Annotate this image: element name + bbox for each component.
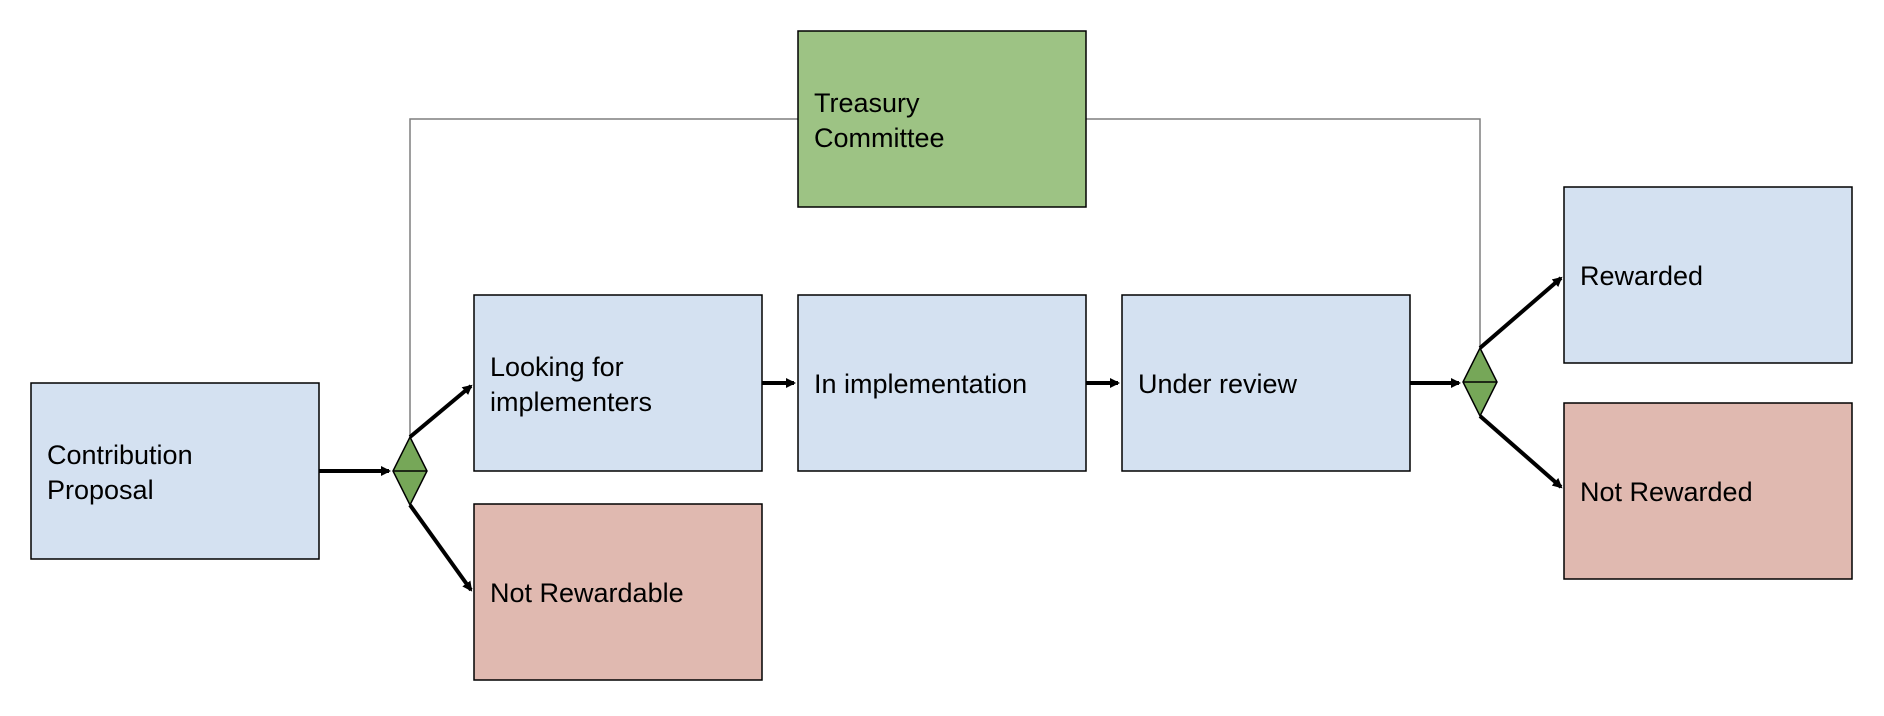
not-rewardable-label: Not Rewardable [490,578,684,608]
second-decision-diamond [1462,346,1498,418]
in-implementation-box: In implementation [797,294,1087,472]
in-implementation-label: In implementation [814,369,1027,399]
not-rewarded-label: Not Rewarded [1580,477,1753,507]
contribution-proposal-box: Contribution Proposal [30,382,320,560]
looking-for-implementers-label-line-2: implementers [490,387,652,417]
committee-connectors [409,118,1481,437]
rewarded-label: Rewarded [1580,261,1703,291]
arrow-decision-to-rewarded [1478,276,1563,350]
not-rewardable-box: Not Rewardable [473,503,763,681]
committee-to-second-decision-line [1086,118,1481,348]
svg-text:Looking for implementers: Looking for implementers [490,352,652,417]
svg-text:Under review: Under review [1138,369,1298,399]
flow-arrows [319,276,1563,592]
under-review-label: Under review [1138,369,1298,399]
arrow-decision-to-not-rewardable [408,503,473,592]
committee-to-first-decision-line [409,118,798,437]
treasury-committee-box: Treasury Committee [797,30,1087,208]
arrow-decision-to-not-rewarded [1478,414,1563,489]
treasury-committee-label-line-2: Committee [814,123,945,153]
arrow-decision-to-looking [408,384,473,439]
svg-text:Treasury Committee: Treasury Committee [814,88,945,153]
svg-text:Not Rewardable: Not Rewardable [490,578,684,608]
under-review-box: Under review [1121,294,1411,472]
svg-text:Not Rewarded: Not Rewarded [1580,477,1753,507]
contribution-proposal-label-line-2: Proposal [47,475,154,505]
not-rewarded-box: Not Rewarded [1563,402,1853,580]
contribution-proposal-label-line-1: Contribution [47,440,193,470]
svg-text:In implementation: In implementation [814,369,1027,399]
svg-text:Contribution Proposal: Contribution Proposal [47,440,200,505]
looking-for-implementers-box: Looking for implementers [473,294,763,472]
looking-for-implementers-label-line-1: Looking for [490,352,624,382]
treasury-committee-label-line-1: Treasury [814,88,920,118]
svg-text:Rewarded: Rewarded [1580,261,1703,291]
first-decision-diamond [392,435,428,507]
rewarded-box: Rewarded [1563,186,1853,364]
